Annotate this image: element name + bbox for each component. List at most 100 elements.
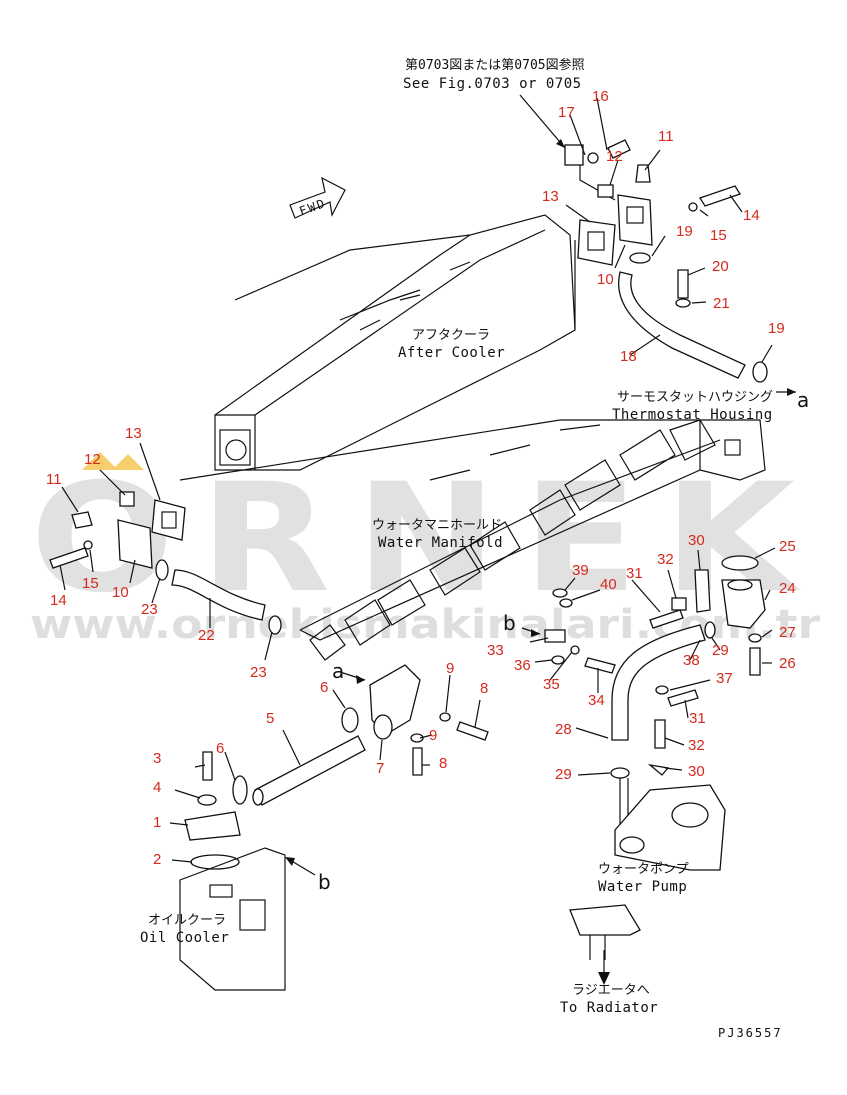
pipe-28	[611, 624, 706, 741]
o-ring-23-left	[155, 559, 169, 581]
plug-11-left	[71, 511, 93, 529]
part-number: 12	[84, 451, 101, 468]
part-number: 16	[592, 88, 609, 105]
connector-b-left: b	[318, 870, 331, 894]
part-number: 28	[555, 721, 572, 738]
gasket-13-upper	[577, 219, 616, 266]
part-number: 30	[688, 532, 705, 549]
bracket-30-upper	[694, 569, 711, 613]
washer-40	[559, 598, 573, 608]
plate-32-upper	[671, 597, 687, 611]
o-ring-29-lower	[610, 767, 630, 779]
watermark-brand: ORNEK	[30, 452, 820, 626]
part-number: 32	[657, 551, 674, 568]
part-number-labels: 16 17 12 11 13 14 15 19 10 20 21 19 18 1…	[46, 88, 796, 868]
washer-15-upper	[688, 202, 698, 212]
gasket-13-left	[151, 499, 186, 541]
part-number: 10	[597, 271, 614, 288]
bolt-14-left	[49, 547, 89, 569]
after-cooler-drawing	[214, 214, 576, 471]
bolt-3	[202, 751, 213, 781]
washer-4	[197, 794, 217, 806]
part-number: 11	[46, 471, 62, 488]
washer-36	[551, 655, 565, 665]
part-number: 38	[683, 652, 700, 669]
thermostat-label-en: Thermostat Housing	[612, 407, 773, 423]
part-number: 25	[779, 538, 796, 555]
gasket-25	[721, 555, 759, 571]
plug-11-upper	[635, 164, 651, 183]
watermark: ORNEK www.ornekismakinalari.com.tr	[30, 452, 820, 648]
hose-22	[171, 569, 266, 621]
washer-17	[587, 152, 599, 164]
part-number: 27	[779, 624, 796, 641]
washer-27	[748, 633, 762, 643]
connector-a-mid: a	[332, 659, 344, 683]
connector-a-right: a	[797, 388, 809, 412]
oil-cooler-cover-assembly	[179, 751, 316, 991]
reference-jp: 第0703図または第0705図参照	[405, 57, 585, 73]
fwd-arrow-icon: FWD	[289, 176, 346, 219]
water-pump-port	[671, 802, 709, 828]
part-number: 36	[514, 657, 531, 674]
part-number: 14	[50, 592, 67, 609]
part-number: 37	[716, 670, 733, 687]
o-ring-19-upper	[629, 252, 651, 264]
after-cooler-label-jp: アフタクーラ	[412, 328, 490, 343]
oil-cooler-label-jp: オイルクーラ	[148, 913, 226, 928]
part-number: 21	[713, 295, 730, 312]
bolt-31-upper	[649, 609, 684, 629]
part-number: 3	[153, 750, 161, 767]
part-number: 23	[141, 601, 158, 618]
washer-37	[655, 685, 669, 695]
part-number: 19	[768, 320, 785, 337]
manifold-label-jp: ウォータマニホールド	[372, 518, 502, 533]
part-number: 40	[600, 576, 617, 593]
part-number: 31	[626, 565, 643, 582]
water-pump-label-en: Water Pump	[598, 879, 687, 895]
radiator-pipe	[569, 904, 641, 936]
plug-12-upper	[597, 184, 614, 198]
part-number: 1	[153, 814, 161, 831]
washer-35	[570, 645, 580, 655]
part-number: 9	[446, 660, 454, 677]
bolt-32-lower	[654, 719, 666, 749]
part-number: 24	[779, 580, 796, 597]
part-number: 22	[198, 627, 215, 644]
connector-b-right: b	[503, 611, 516, 635]
cover-10-left	[117, 519, 153, 569]
bracket-plate	[564, 144, 584, 166]
bracket-33	[544, 629, 566, 643]
tube-5	[254, 735, 366, 806]
water-pump-body	[614, 784, 726, 871]
part-number: 23	[250, 664, 267, 681]
washer-15-left	[83, 540, 93, 550]
part-number: 10	[112, 584, 129, 601]
radiator-label-en: To Radiator	[560, 1000, 658, 1016]
nut-39	[552, 588, 568, 598]
part-number: 14	[743, 207, 760, 224]
part-number: 12	[606, 148, 623, 165]
part-number: 6	[320, 679, 328, 696]
o-ring-29-upper	[704, 621, 716, 639]
fwd-label: FWD	[297, 196, 328, 219]
part-number: 29	[712, 642, 729, 659]
after-cooler-label-en: After Cooler	[398, 345, 505, 361]
bolt-26	[749, 647, 761, 676]
part-number: 11	[658, 128, 674, 145]
water-pump-drawing	[569, 784, 726, 985]
tube-5-end	[252, 788, 264, 806]
part-number: 30	[688, 763, 705, 780]
thermostat-label-jp: サーモスタットハウジング	[617, 390, 773, 405]
part-number: 15	[82, 575, 99, 592]
oil-cooler-label-en: Oil Cooler	[140, 930, 229, 946]
washer-9-right	[439, 712, 451, 722]
water-manifold-drawing	[179, 419, 766, 661]
part-number: 13	[542, 188, 559, 205]
washer-21	[675, 298, 691, 308]
part-number: 20	[712, 258, 729, 275]
plate-30-lower	[647, 763, 670, 776]
water-pump-label-jp: ウォータポンプ	[598, 862, 689, 877]
upper-cover-assembly	[577, 164, 796, 396]
